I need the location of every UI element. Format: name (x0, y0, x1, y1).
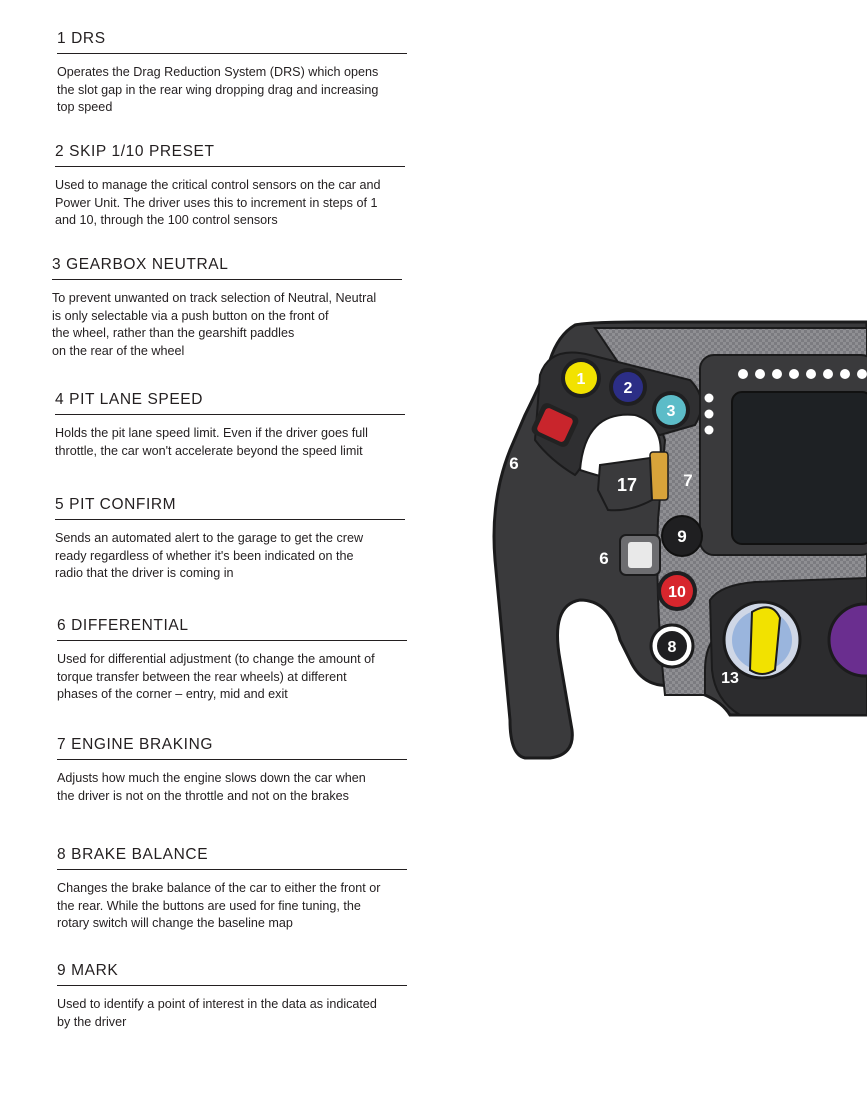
button-9: 9 (661, 515, 703, 557)
dash-screen (731, 391, 867, 545)
engine-braking-thumbwheel (649, 451, 669, 501)
item-body: Used for differential adjustment (to cha… (57, 652, 375, 702)
label-3: 3 (667, 403, 676, 420)
label-13: 13 (721, 670, 739, 687)
item-brake-balance: 8 BRAKE BALANCE Changes the brake balanc… (57, 846, 407, 933)
item-body: Used to identify a point of interest in … (57, 997, 377, 1029)
item-body: Adjusts how much the engine slows down t… (57, 771, 366, 803)
item-heading: 6 DIFFERENTIAL (57, 617, 407, 641)
diff-toggle (619, 534, 661, 576)
label-2: 2 (624, 380, 633, 397)
item-heading: 7 ENGINE BRAKING (57, 736, 407, 760)
item-heading: 8 BRAKE BALANCE (57, 846, 407, 870)
rotary-13 (722, 600, 802, 680)
rotary-purple (827, 602, 867, 678)
label-1: 1 (577, 371, 586, 388)
item-pit-lane-speed: 4 PIT LANE SPEED Holds the pit lane spee… (55, 391, 405, 460)
item-engine-braking: 7 ENGINE BRAKING Adjusts how much the en… (57, 736, 407, 805)
item-body: Used to manage the critical control sens… (55, 178, 381, 228)
item-heading: 9 MARK (57, 962, 407, 986)
button-10: 10 (657, 571, 697, 611)
item-heading: 3 GEARBOX NEUTRAL (52, 256, 402, 280)
item-gearbox-neutral: 3 GEARBOX NEUTRAL To prevent unwanted on… (52, 256, 402, 360)
item-heading: 4 PIT LANE SPEED (55, 391, 405, 415)
label-6-lower: 6 (599, 549, 608, 568)
label-17: 17 (617, 475, 637, 495)
label-10: 10 (668, 584, 686, 601)
item-body: Operates the Drag Reduction System (DRS)… (57, 65, 379, 115)
paddle-17 (596, 456, 654, 512)
item-body: Changes the brake balance of the car to … (57, 881, 381, 931)
item-heading: 5 PIT CONFIRM (55, 496, 405, 520)
shift-leds (704, 369, 867, 435)
label-8: 8 (668, 639, 677, 656)
item-body: Holds the pit lane speed limit. Even if … (55, 426, 368, 458)
button-8: 8 (649, 623, 695, 669)
button-3: 3 (652, 391, 690, 429)
label-6-upper: 6 (509, 454, 518, 473)
button-1: 1 (561, 358, 601, 398)
button-2: 2 (609, 368, 647, 406)
item-body: To prevent unwanted on track selection o… (52, 291, 377, 358)
item-heading: 1 DRS (57, 30, 407, 54)
pit-lane-toggle (531, 403, 579, 447)
item-heading: 2 SKIP 1/10 PRESET (55, 143, 405, 167)
label-7: 7 (683, 471, 692, 490)
steering-wheel-illustration: 1 2 3 9 10 8 6 6 17 7 13 (492, 320, 867, 760)
item-skip-preset: 2 SKIP 1/10 PRESET Used to manage the cr… (55, 143, 405, 230)
item-pit-confirm: 5 PIT CONFIRM Sends an automated alert t… (55, 496, 405, 583)
item-mark: 9 MARK Used to identify a point of inter… (57, 962, 407, 1031)
item-body: Sends an automated alert to the garage t… (55, 531, 364, 581)
item-drs: 1 DRS Operates the Drag Reduction System… (57, 30, 407, 117)
label-9: 9 (677, 527, 686, 546)
item-differential: 6 DIFFERENTIAL Used for differential adj… (57, 617, 407, 704)
